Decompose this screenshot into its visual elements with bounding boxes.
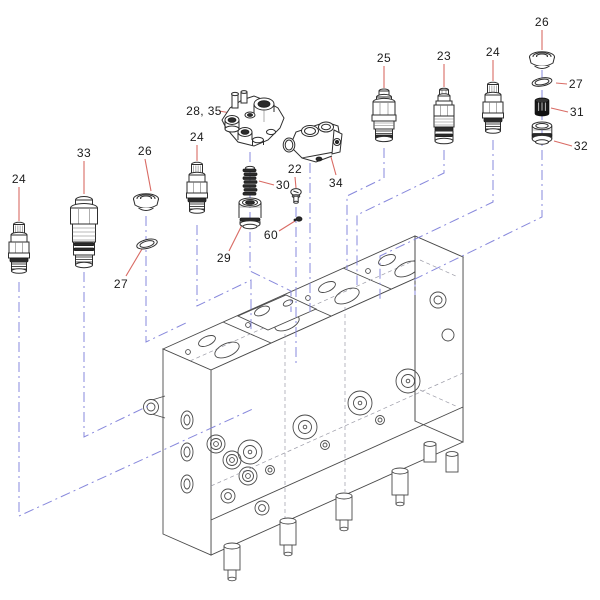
callout-24-middle: 24 bbox=[189, 130, 205, 144]
part-29-sleeve bbox=[238, 197, 262, 230]
centerline-33 bbox=[83, 272, 151, 438]
part-23-relief-valve bbox=[433, 87, 455, 145]
callout-31: 31 bbox=[569, 105, 585, 119]
centerline-26-27-left bbox=[145, 216, 189, 343]
valve-body bbox=[143, 235, 465, 582]
part-31-filter bbox=[534, 97, 550, 117]
callout-27-right: 27 bbox=[568, 77, 584, 91]
centerline-24-middle bbox=[196, 225, 252, 332]
part-27-left-oring bbox=[136, 238, 158, 250]
spool-covers bbox=[237, 368, 421, 465]
centerline-24-right bbox=[379, 140, 494, 302]
part-28-35-pilot-valve-assembly bbox=[221, 90, 285, 147]
centerline-25 bbox=[346, 148, 385, 270]
leader-27-right bbox=[555, 82, 568, 85]
callout-26-right: 26 bbox=[534, 15, 550, 29]
part-24-middle-relief-valve bbox=[186, 161, 208, 214]
part-26-right-cap bbox=[529, 51, 555, 69]
part-26-left-cap bbox=[133, 193, 159, 211]
callout-26-left: 26 bbox=[137, 144, 153, 158]
part-25-relief-valve bbox=[371, 88, 397, 143]
part-34-valve bbox=[282, 121, 343, 163]
callout-32: 32 bbox=[573, 139, 589, 153]
centerline-28-30-29 bbox=[249, 152, 292, 312]
leader-29 bbox=[228, 224, 243, 252]
callout-24-right: 24 bbox=[485, 45, 501, 59]
callout-23: 23 bbox=[436, 49, 452, 63]
callout-28-35: 28, 35 bbox=[186, 104, 222, 118]
leader-lines bbox=[18, 30, 573, 277]
callout-30: 30 bbox=[275, 178, 291, 192]
bottom-spool-caps bbox=[223, 441, 459, 582]
part-24-left-relief-valve bbox=[8, 221, 30, 274]
callout-24-left: 24 bbox=[11, 172, 27, 186]
callout-60: 60 bbox=[263, 228, 279, 242]
leader-31 bbox=[550, 107, 569, 113]
part-27-right-oring bbox=[531, 77, 553, 87]
callout-34: 34 bbox=[328, 176, 344, 190]
leader-60 bbox=[278, 220, 296, 232]
leader-34 bbox=[330, 156, 337, 176]
part-22-plug bbox=[290, 188, 302, 204]
leader-22 bbox=[294, 176, 297, 189]
callout-25: 25 bbox=[376, 51, 392, 65]
part-30-spring bbox=[242, 165, 258, 196]
part-33-relief-valve bbox=[70, 196, 98, 269]
bearing-ring-cluster bbox=[206, 434, 270, 516]
centerline-24-left bbox=[18, 282, 256, 517]
part-24-right-relief-valve bbox=[482, 81, 504, 134]
leader-30 bbox=[258, 180, 275, 186]
callout-29: 29 bbox=[216, 251, 232, 265]
leader-27-left bbox=[125, 248, 143, 277]
centerline-23 bbox=[356, 150, 445, 285]
callout-27-left: 27 bbox=[113, 277, 129, 291]
part-32-plug bbox=[531, 121, 553, 145]
centerlines bbox=[18, 70, 543, 517]
leader-32 bbox=[553, 140, 573, 147]
leader-26-left bbox=[144, 158, 152, 192]
callout-22: 22 bbox=[287, 162, 303, 176]
callout-33: 33 bbox=[76, 146, 92, 160]
part-60-ball bbox=[293, 216, 303, 222]
